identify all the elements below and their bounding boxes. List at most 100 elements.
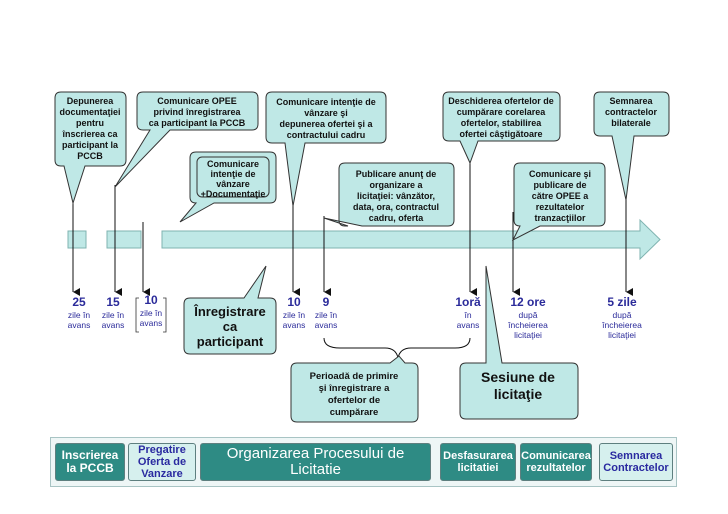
callout-line: participant la — [62, 140, 119, 150]
callout-line: vânzare — [216, 179, 250, 189]
timeline-label-text: zile în — [140, 308, 162, 318]
callout-line: +Documentaţie — [201, 189, 266, 199]
callout-line: ca participant la PCCB — [149, 118, 246, 128]
perioada-brace — [323, 337, 471, 359]
callout-line: ofertelor de — [328, 395, 380, 406]
callout-line: rezultatelor — [536, 202, 585, 212]
callout-line: bilaterale — [611, 118, 651, 128]
phase-label-line: Desfasurarea — [443, 449, 513, 462]
phase-label-line: Inscrierea — [61, 447, 119, 462]
callout-line: Sesiune de — [481, 369, 555, 385]
callout-line: PCCB — [77, 151, 103, 161]
phase-label-line: licitatiei — [457, 462, 499, 474]
timeline-label-text: avans — [283, 320, 306, 330]
callout-line: data, ora, contractul — [353, 202, 439, 212]
callout-line: licitaţie — [494, 386, 542, 402]
phase-label-line: Comunicarea — [521, 449, 591, 462]
vertical-arrows — [72, 162, 633, 296]
callout-line: cumpărare corelarea — [457, 107, 547, 117]
phase-organizarea: Organizarea Procesului de Licitatie — [200, 443, 431, 481]
callout-line: înscrierea ca — [61, 129, 118, 139]
timeline-label-text: avans — [68, 320, 91, 330]
phase-label-line: Contractelor — [603, 462, 669, 474]
callout-line: contractului cadru — [287, 130, 366, 140]
timeline-label-number: 12 ore — [510, 295, 546, 309]
callout-line: Comunicare şi — [529, 169, 591, 179]
timeline-label-text: încheierea — [601, 320, 642, 330]
callout-line: tranzacţiilor — [534, 213, 586, 223]
timeline-label-number: 5 zile — [607, 295, 637, 309]
timeline-segment-1 — [67, 230, 87, 249]
callout-line: Comunicare OPEE — [157, 96, 237, 106]
callout-line: Deschiderea ofertelor de — [448, 96, 554, 106]
timeline-label-text: în — [463, 310, 471, 320]
callout-line: cumpărare — [330, 407, 379, 418]
callout-line: Perioadă de primire — [310, 371, 399, 382]
phase-label-line: rezultatelor — [526, 462, 586, 474]
callout-line: Semnarea — [609, 96, 653, 106]
phase-label-line: Semnarea — [609, 449, 663, 462]
callout-line: şi înregistrare a — [319, 383, 390, 394]
timeline-label-text: avans — [140, 318, 163, 328]
callout-line: ofertei câştigătoare — [459, 129, 542, 139]
callout-line: ca — [223, 319, 238, 334]
callout-line: documentaţiei — [59, 107, 120, 117]
callout-line: organizare a — [369, 180, 423, 190]
callout-line: ofertelor, stabilirea — [461, 118, 543, 128]
timeline-label-text: zile în — [283, 310, 305, 320]
callout-line: depunerea ofertei şi a — [279, 119, 373, 129]
phase-label-line: la PCCB — [66, 461, 114, 475]
callout-line: cadru, oferta — [369, 213, 425, 223]
timeline-label-text: avans — [315, 320, 338, 330]
callout-line: Înregistrare — [193, 304, 266, 319]
callout-line: intenţie de — [210, 169, 255, 179]
callout-line: Comunicare intenţie de — [276, 97, 376, 107]
timeline-label-text: zile în — [102, 310, 124, 320]
callout-line: contractelor — [605, 107, 658, 117]
timeline-label-text: după — [519, 310, 538, 320]
timeline-segment-2 — [106, 230, 142, 249]
timeline-label-number: 9 — [323, 295, 330, 309]
timeline-label-text: avans — [457, 320, 480, 330]
callout-line: licitaţiei: vânzător, — [357, 191, 435, 201]
timeline-label-number: 10 — [287, 295, 301, 309]
callout-line: pentru — [76, 118, 104, 128]
timeline-label-number: 10 — [144, 293, 158, 307]
phase-organizarea-label: Organizarea Procesului de Licitatie — [226, 444, 405, 478]
timeline-label-text: zile în — [315, 310, 337, 320]
callout-line: către OPEE a — [532, 191, 590, 201]
callout-line: participant — [197, 334, 264, 349]
timeline-label-text: după — [613, 310, 632, 320]
timeline-label-text: licitaţiei — [514, 330, 542, 340]
label-10a-bracket — [135, 297, 167, 333]
timeline-label-number: 25 — [72, 295, 86, 309]
